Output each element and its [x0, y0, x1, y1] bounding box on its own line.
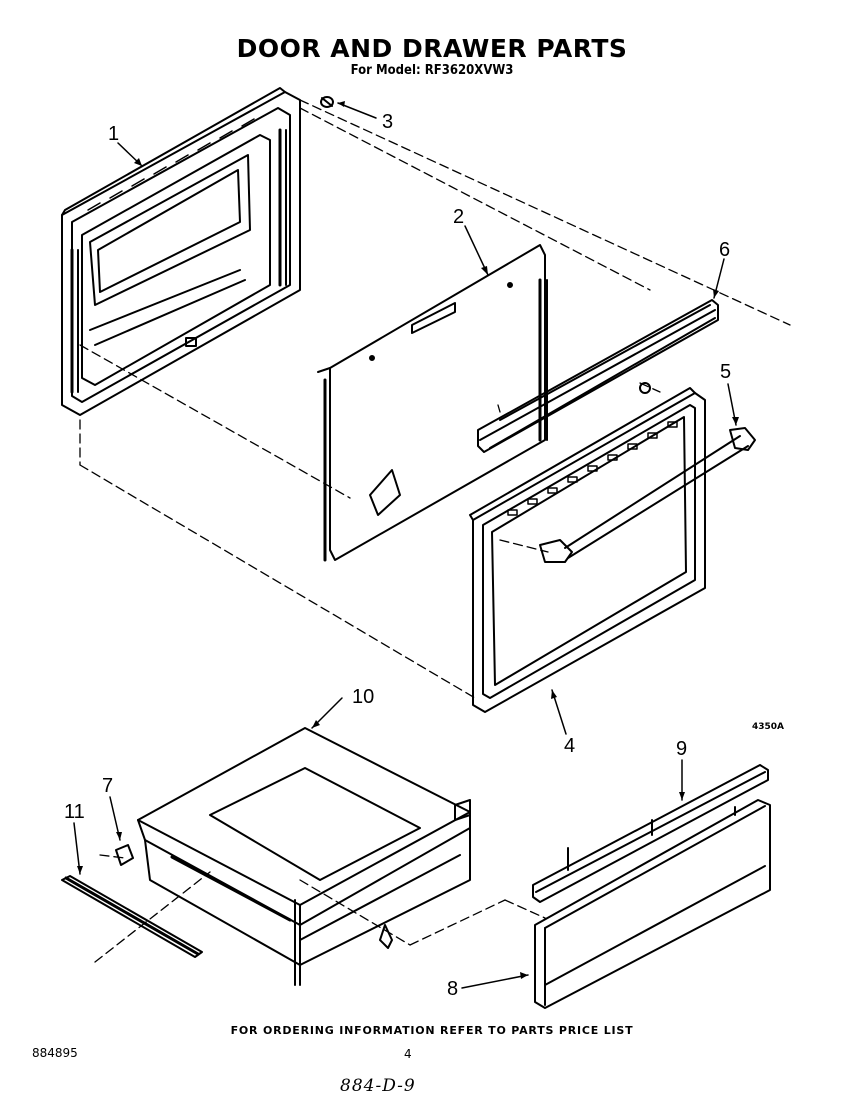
callout-8: 8 — [447, 978, 458, 1000]
part-4-outer-door-panel — [469, 387, 706, 713]
page-number: 4 — [404, 1047, 412, 1061]
part-2-door-liner — [317, 244, 548, 562]
part-11-glide-rail — [61, 875, 203, 958]
part-6-door-trim — [477, 299, 719, 453]
ordering-note: FOR ORDERING INFORMATION REFER TO PARTS … — [230, 1024, 634, 1037]
callout-4: 4 — [564, 735, 575, 757]
part-10-drawer-body — [137, 727, 471, 986]
figure-code: 4350A — [752, 722, 785, 732]
part-4-vent-slots — [507, 421, 678, 516]
callout-5: 5 — [720, 361, 731, 383]
part-1-door-vent-slots — [87, 118, 255, 211]
part-8-drawer-front — [534, 799, 771, 1009]
handwritten-note: 884-D-9 — [340, 1076, 416, 1096]
callout-3: 3 — [382, 111, 393, 133]
callout-2: 2 — [453, 206, 464, 228]
part-5-door-handle — [539, 382, 756, 563]
callout-1: 1 — [108, 123, 119, 145]
callout-6: 6 — [719, 239, 730, 261]
callout-11: 11 — [64, 801, 85, 823]
part-7-glide-clip — [115, 844, 134, 866]
callout-arrowheads — [77, 101, 739, 979]
part-3-screw — [320, 96, 334, 108]
callout-9: 9 — [676, 738, 687, 760]
page-title: DOOR AND DRAWER PARTS — [236, 34, 628, 63]
document-number: 884895 — [32, 1046, 78, 1060]
part-9-drawer-trim — [532, 764, 769, 903]
part-1-oven-door-inner — [61, 87, 301, 416]
callout-10: 10 — [352, 686, 374, 708]
model-subtitle: For Model: RF3620XVW3 — [350, 63, 514, 78]
assembly-dash-lines — [79, 99, 791, 963]
callout-7: 7 — [102, 775, 113, 797]
callout-numbers: 1 2 3 4 5 6 7 8 9 10 11 — [64, 111, 731, 1000]
